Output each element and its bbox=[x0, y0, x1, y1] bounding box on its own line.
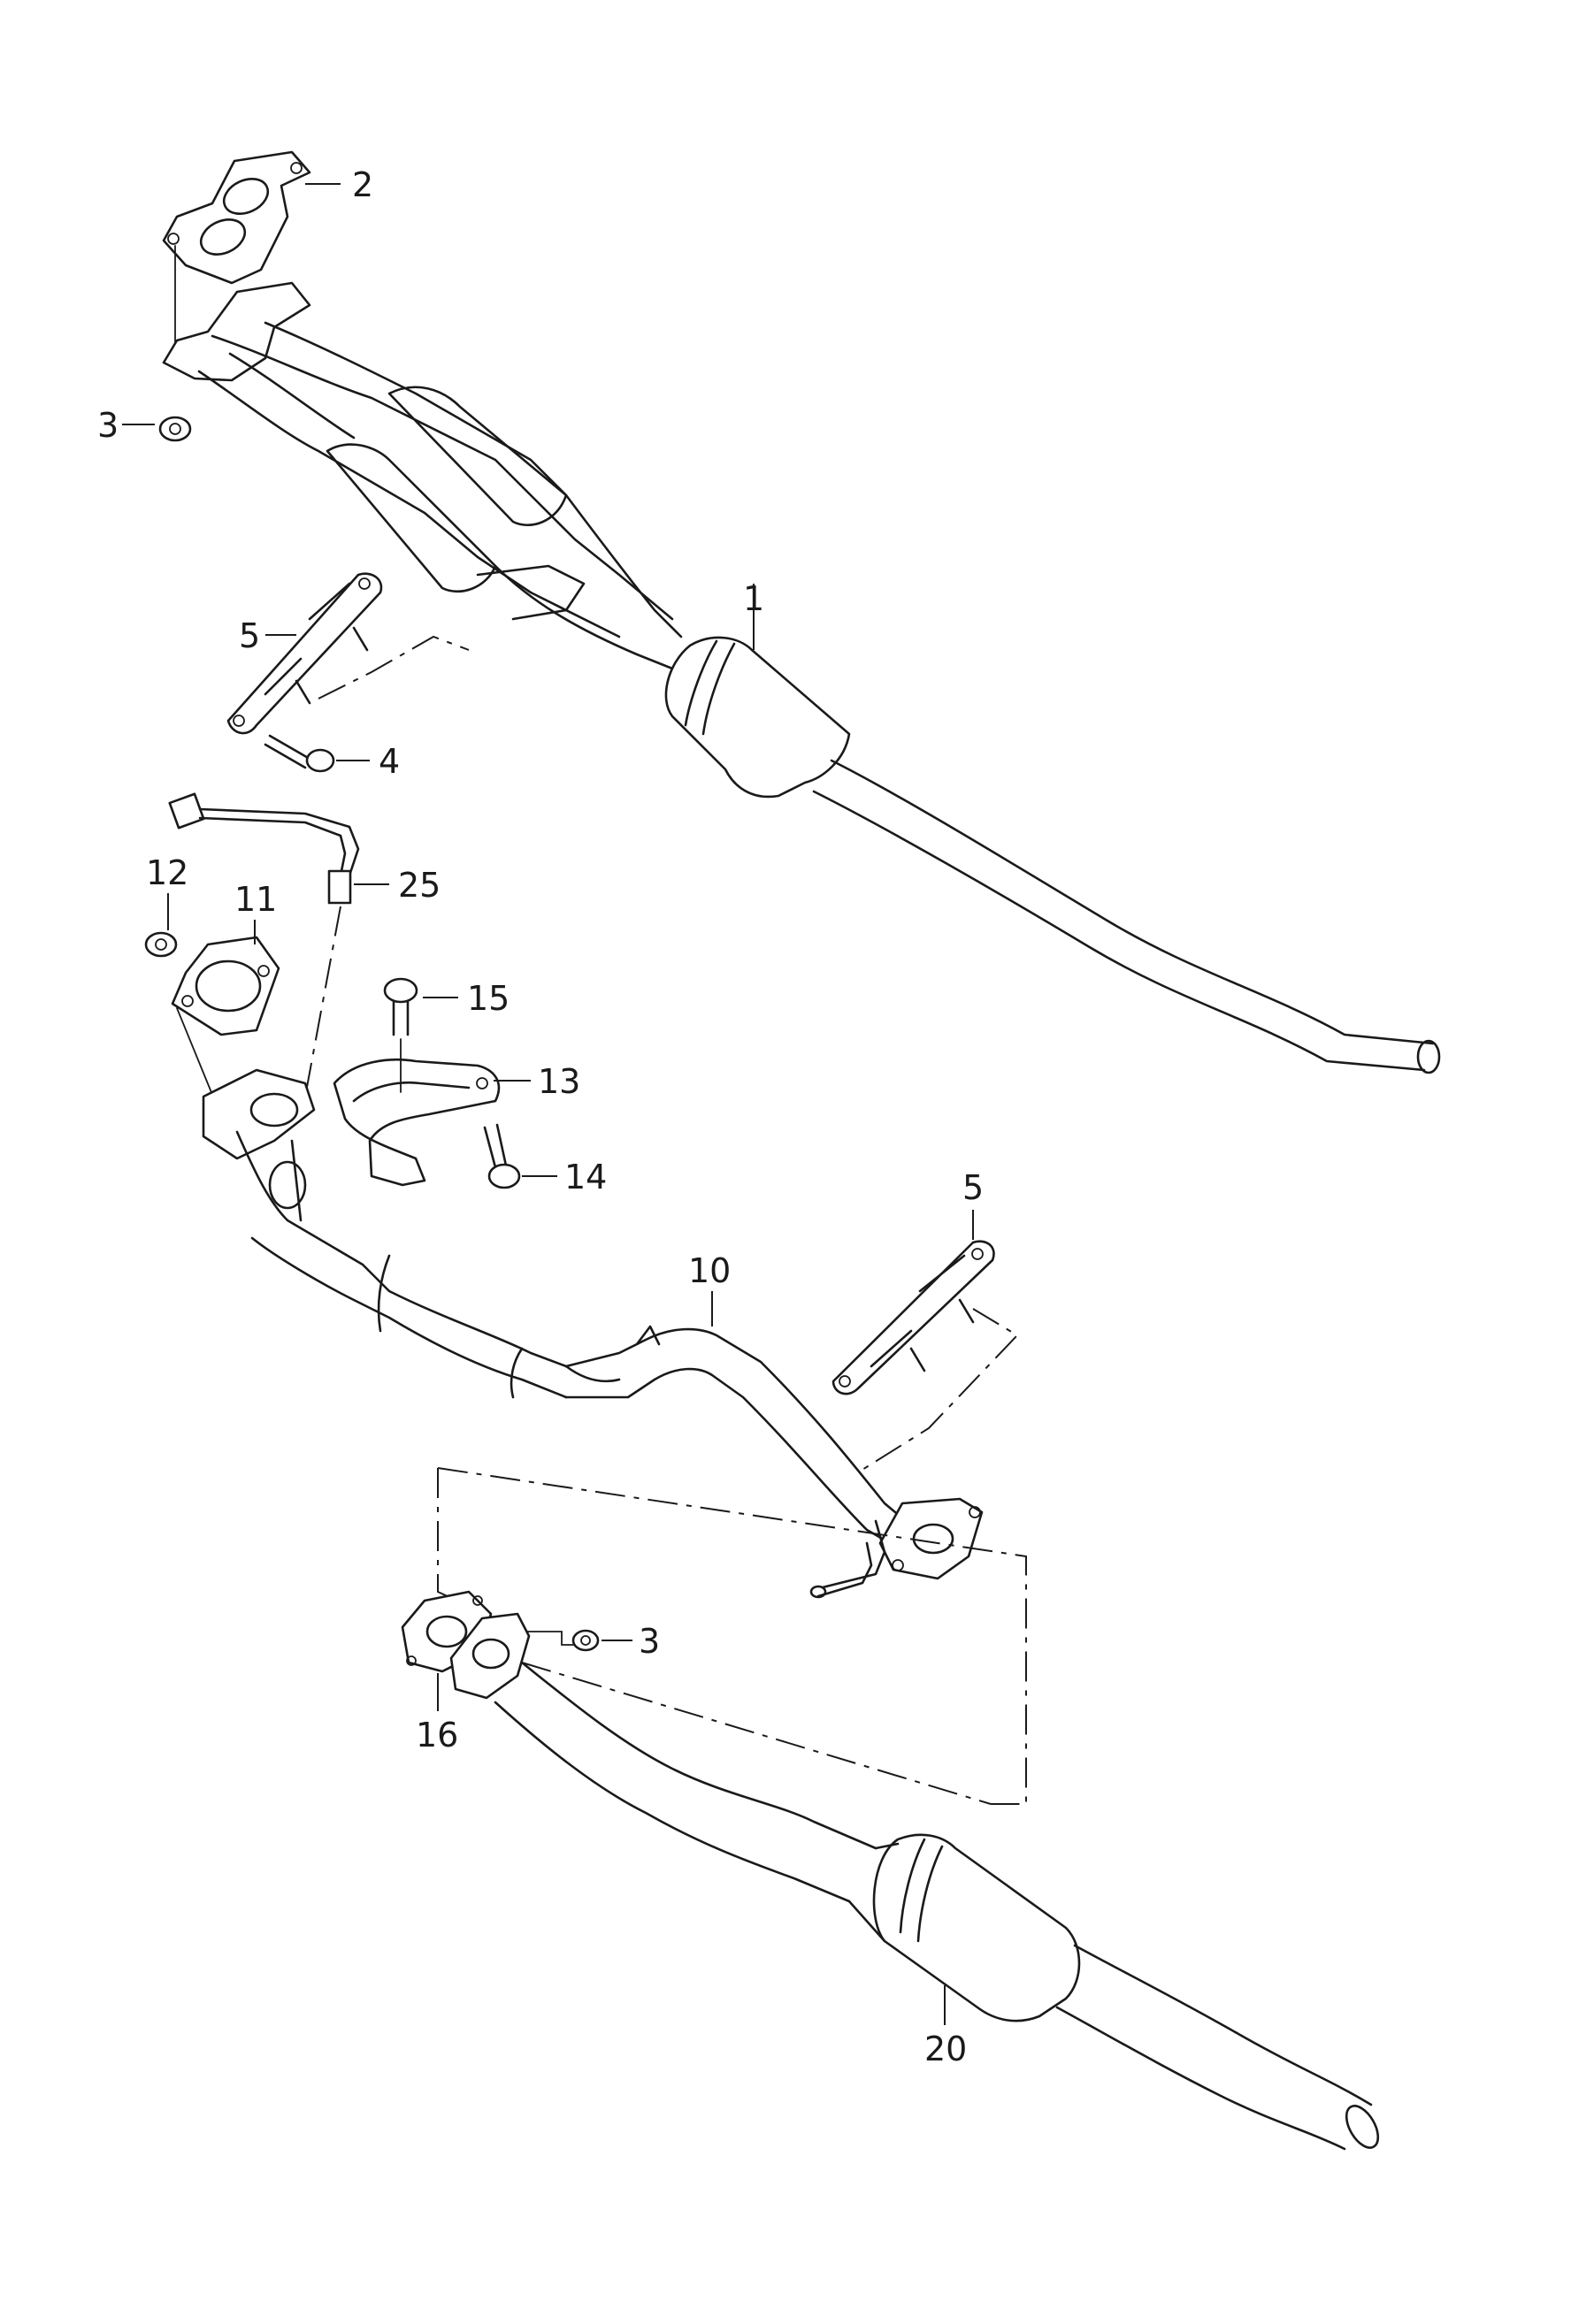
nut-12 bbox=[144, 931, 178, 958]
callout-5-mid: 5 bbox=[962, 1168, 984, 1207]
hanger-bracket-5-mid bbox=[831, 1240, 1019, 1473]
mid-pipe-10 bbox=[202, 1068, 984, 1599]
gasket-2 bbox=[162, 150, 311, 285]
callout-10: 10 bbox=[688, 1251, 731, 1290]
rear-catalytic-converter-20 bbox=[449, 1612, 1380, 2151]
callout-13: 13 bbox=[538, 1062, 580, 1101]
hanger-bracket-5-top bbox=[226, 572, 470, 735]
callout-3-top: 3 bbox=[97, 406, 119, 445]
bolt-15 bbox=[383, 977, 418, 1093]
manifold-flange bbox=[162, 281, 311, 382]
callout-20: 20 bbox=[924, 2030, 967, 2068]
callout-12: 12 bbox=[146, 853, 188, 892]
gasket-11 bbox=[171, 936, 280, 1036]
front-pipe-catalytic-converter-1 bbox=[197, 321, 1441, 1074]
callout-2: 2 bbox=[352, 165, 373, 204]
callout-1: 1 bbox=[743, 579, 764, 618]
nut-3-top bbox=[158, 416, 192, 442]
callout-3-mid: 3 bbox=[639, 1622, 660, 1661]
callout-14: 14 bbox=[564, 1158, 607, 1196]
oxygen-sensor-25 bbox=[168, 792, 360, 1097]
heat-shield-13 bbox=[333, 1059, 501, 1187]
callout-15: 15 bbox=[467, 979, 510, 1018]
callout-4: 4 bbox=[379, 742, 400, 781]
bolt-14 bbox=[483, 1123, 521, 1189]
callout-11: 11 bbox=[234, 880, 277, 919]
callout-16: 16 bbox=[416, 1716, 458, 1754]
nut-3-mid bbox=[521, 1629, 600, 1652]
callout-5-top: 5 bbox=[239, 616, 260, 655]
bolt-4 bbox=[264, 734, 335, 773]
callout-25: 25 bbox=[398, 866, 441, 905]
